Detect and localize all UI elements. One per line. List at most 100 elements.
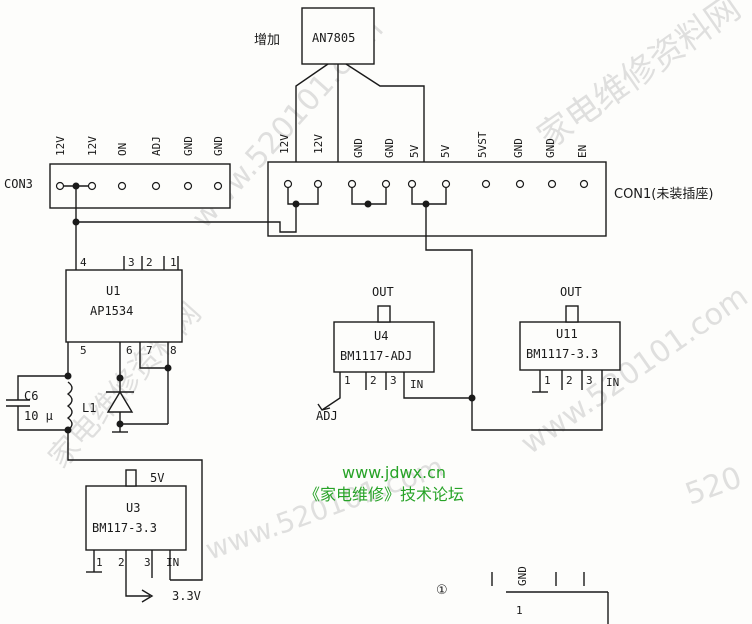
con1-pin-label: 12V <box>312 134 325 154</box>
junction <box>164 364 172 372</box>
con3-label: CON3 <box>4 177 33 191</box>
u1-ref: U1 <box>106 284 120 298</box>
u11-pin: 1 <box>544 374 551 387</box>
u4-out: OUT <box>372 285 394 299</box>
pin <box>55 181 65 191</box>
inductor-l1 <box>66 381 73 431</box>
con1-pin-labels: 12V 12V GND GND 5V 5V 5VST GND GND EN <box>278 131 589 158</box>
con1-pin-label: 5VST <box>476 131 489 158</box>
con1-pin-label: EN <box>576 145 589 158</box>
u4-pin: 1 <box>344 374 351 387</box>
wire <box>17 375 68 400</box>
con1-pin-label: 5V <box>408 144 421 158</box>
con1-pin-label: GND <box>544 138 557 158</box>
u4-tab <box>377 305 391 323</box>
con3-pin-label: ON <box>116 143 129 156</box>
u11-ref: U11 <box>556 327 578 341</box>
junction <box>468 394 476 402</box>
watermark: 家电维修资料网 <box>530 0 748 157</box>
pin <box>213 181 223 191</box>
con1-box <box>267 161 607 237</box>
partial-pin: 1 <box>516 604 523 617</box>
junction <box>116 420 124 428</box>
u3-pin: 1 <box>96 556 103 569</box>
u3-ref: U3 <box>126 501 140 515</box>
u11-pin: IN <box>606 376 619 389</box>
u11-tab <box>565 305 579 323</box>
l1-ref: L1 <box>82 401 96 415</box>
pin <box>183 181 193 191</box>
u3-out: 5V <box>150 471 164 485</box>
con1-pin-label: GND <box>383 138 396 158</box>
pin <box>151 181 161 191</box>
pin <box>283 179 293 189</box>
con1-pin-label: GND <box>352 138 365 158</box>
wire <box>345 63 425 204</box>
u4-pin: IN <box>410 378 423 391</box>
wire <box>471 370 603 431</box>
wire <box>403 372 472 399</box>
con3-pin-label: 12V <box>54 136 67 156</box>
u1-part: AP1534 <box>90 304 133 318</box>
pin <box>441 179 451 189</box>
junction <box>116 374 124 382</box>
u1-pin: 1 <box>170 256 177 269</box>
u1-pin: 5 <box>80 344 87 357</box>
u3-part: BM117-3.3 <box>92 521 157 535</box>
con1-pin-label: 5V <box>439 144 452 158</box>
con1-pin-label: GND <box>512 138 525 158</box>
pin <box>87 181 97 191</box>
u11-pin: 3 <box>586 374 593 387</box>
partial-gnd-label: GND <box>516 566 529 586</box>
pin <box>515 179 525 189</box>
wire <box>287 184 319 205</box>
junction <box>64 372 72 380</box>
wire <box>17 406 68 431</box>
con3-pin-label: GND <box>182 136 195 156</box>
u1-pin: 3 <box>128 256 135 269</box>
pin <box>117 181 127 191</box>
u11-pin: 2 <box>566 374 573 387</box>
wire <box>75 186 297 233</box>
wire <box>125 550 150 597</box>
u1-pin: 7 <box>146 344 153 357</box>
an7805-box <box>301 7 375 65</box>
site-forum: 《家电维修》技术论坛 <box>304 485 464 504</box>
u11-out: OUT <box>560 285 582 299</box>
con1-label: CON1(未装插座) <box>614 187 713 202</box>
u3-pin: IN <box>166 556 179 569</box>
pin <box>347 179 357 189</box>
pin <box>547 179 557 189</box>
pin <box>579 179 589 189</box>
figure-number: ① <box>436 583 448 598</box>
u3-tab <box>125 469 137 487</box>
pin <box>313 179 323 189</box>
u4-pin: 2 <box>370 374 377 387</box>
con1-pins <box>283 179 589 189</box>
u1-pin: 4 <box>80 256 87 269</box>
u4-adj-label: ADJ <box>316 409 338 423</box>
con3-pin-labels: 12V 12V ON ADJ GND GND <box>54 136 225 156</box>
u11-part: BM1117-3.3 <box>526 347 598 361</box>
watermark: 520 <box>681 460 747 512</box>
u3-pin: 3 <box>144 556 151 569</box>
con3-pin-label: GND <box>212 136 225 156</box>
con3-pins <box>55 181 223 191</box>
u4-pin: 3 <box>390 374 397 387</box>
arrow <box>141 589 154 603</box>
u4-ref: U4 <box>374 329 388 343</box>
arrow <box>317 403 331 411</box>
u1-pin: 2 <box>146 256 153 269</box>
u1-box <box>65 269 183 343</box>
wire <box>139 342 168 369</box>
junction <box>364 200 372 208</box>
an7805-label: AN7805 <box>312 31 355 45</box>
wire <box>67 430 203 581</box>
c6-ref: C6 <box>24 389 38 403</box>
con3-pin-label: 12V <box>86 136 99 156</box>
wire <box>425 204 473 398</box>
u1-pin: 6 <box>126 344 133 357</box>
pin <box>481 179 491 189</box>
